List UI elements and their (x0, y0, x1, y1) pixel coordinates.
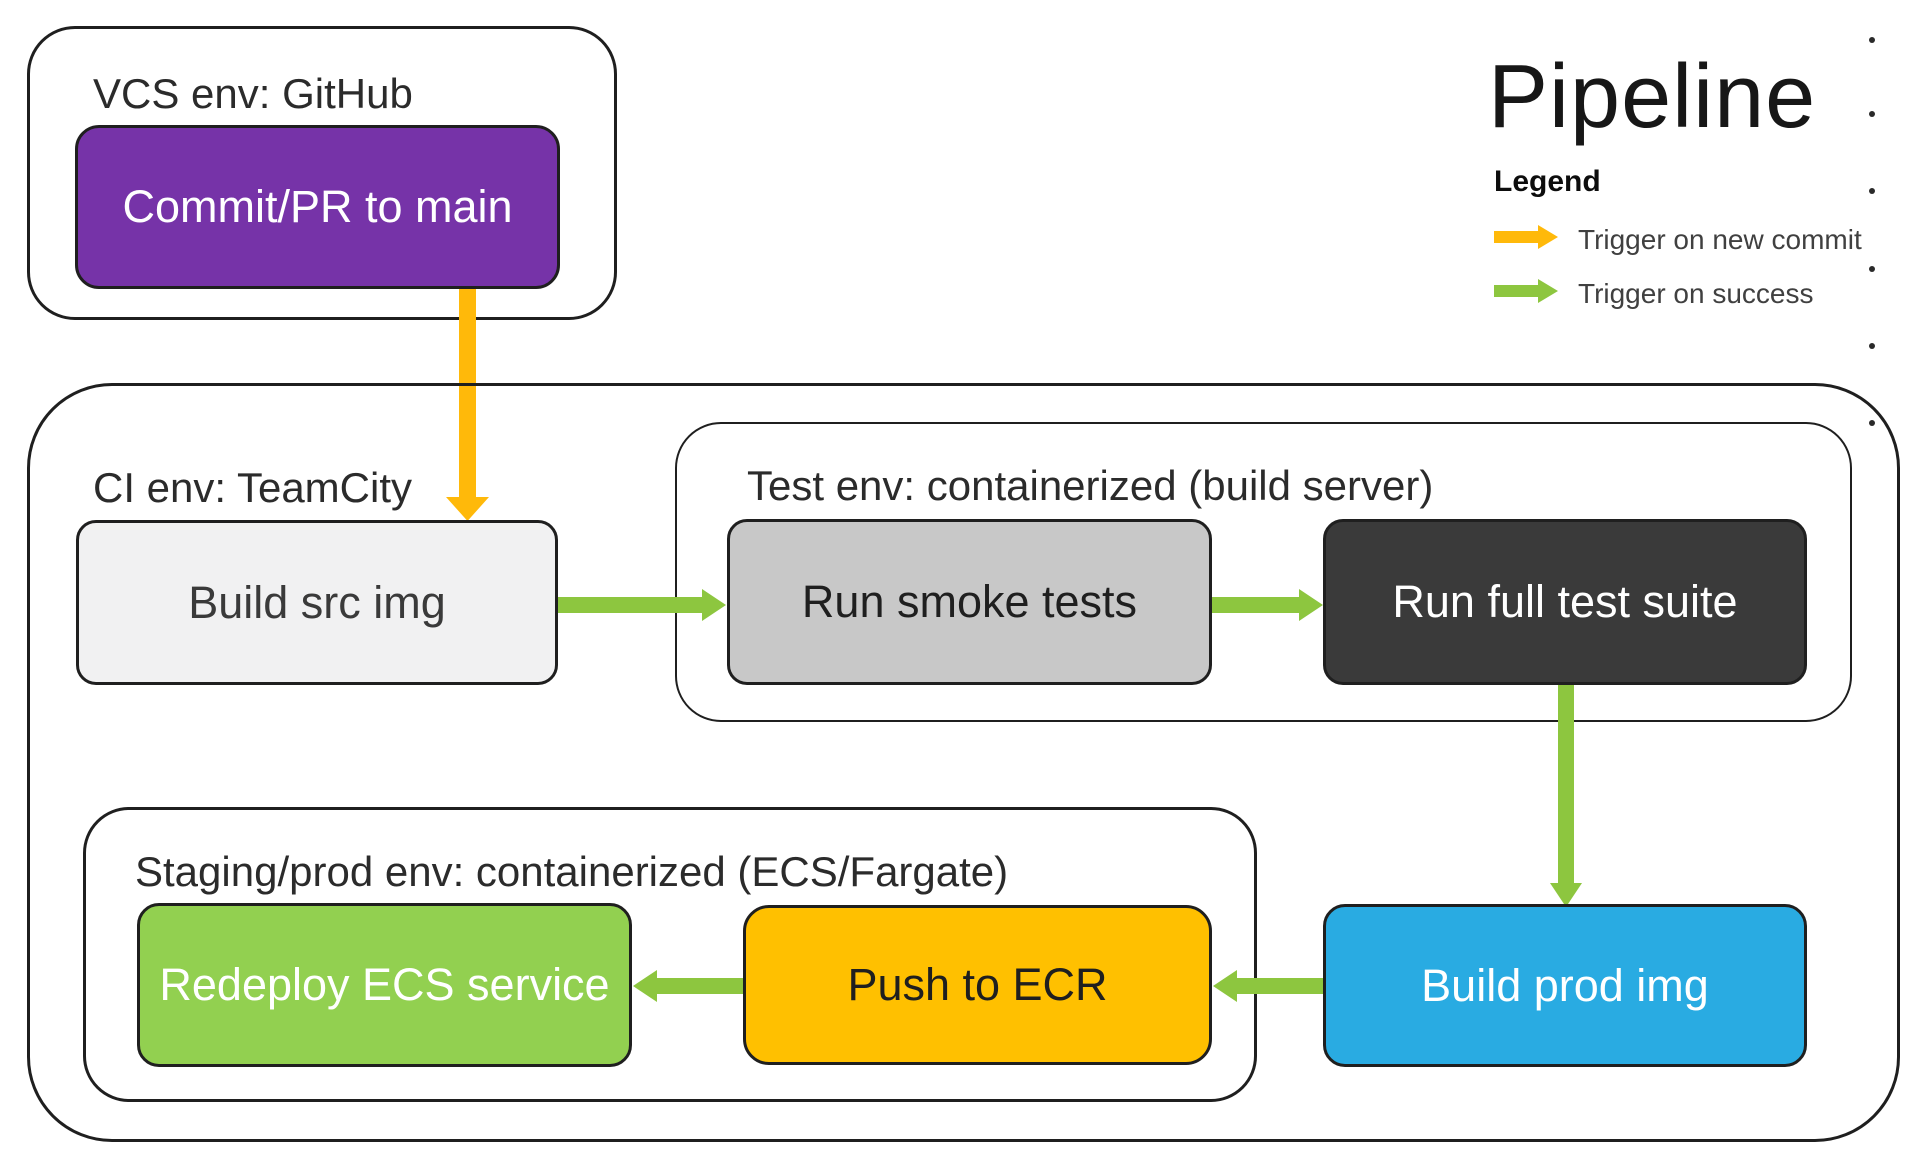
container-ci-label: CI env: TeamCity (93, 464, 412, 511)
node-build-src-img: Build src img (76, 520, 558, 685)
node-full-suite-label: Run full test suite (1392, 576, 1738, 627)
arrow-buildsrc-to-smoke (558, 589, 726, 621)
node-run-smoke-tests: Run smoke tests (727, 519, 1212, 685)
edge-dot (1869, 343, 1875, 349)
legend-item-new-commit: Trigger on new commit (1578, 224, 1862, 255)
container-test-env (675, 422, 1852, 722)
node-commit-label: Commit/PR to main (122, 181, 513, 232)
legend-arrow-success-icon (1494, 279, 1558, 303)
edge-dot (1869, 111, 1875, 117)
node-build-prod-img: Build prod img (1323, 904, 1807, 1067)
node-redeploy-label: Redeploy ECS service (159, 959, 610, 1010)
edge-dot (1869, 266, 1875, 272)
arrow-fullsuite-to-buildprod (1550, 685, 1582, 907)
container-vcs-env (27, 26, 617, 320)
node-push-to-ecr: Push to ECR (743, 905, 1212, 1065)
node-commit-pr-to-main: Commit/PR to main (75, 125, 560, 289)
legend-heading: Legend (1494, 165, 1601, 198)
container-vcs-label: VCS env: GitHub (93, 70, 413, 117)
page-title: Pipeline (1488, 47, 1817, 147)
container-ci-env (27, 383, 1900, 1142)
node-smoke-label: Run smoke tests (801, 576, 1138, 627)
arrow-pushecr-to-redeploy (633, 970, 743, 1002)
node-push-ecr-label: Push to ECR (847, 959, 1108, 1010)
container-staging-label: Staging/prod env: containerized (ECS/Far… (135, 848, 1009, 895)
node-build-prod-label: Build prod img (1421, 959, 1709, 1011)
arrow-buildprod-to-pushecr (1213, 970, 1323, 1002)
edge-dot (1869, 188, 1875, 194)
legend-item-success: Trigger on success (1578, 278, 1814, 309)
container-staging-env (83, 807, 1257, 1102)
legend-arrow-new-commit-icon (1494, 225, 1558, 249)
node-redeploy-ecs-service: Redeploy ECS service (137, 903, 632, 1067)
edge-dot (1869, 37, 1875, 43)
arrow-trigger-on-new-commit (446, 289, 489, 521)
arrow-smoke-to-fullsuite (1212, 589, 1323, 621)
node-run-full-test-suite: Run full test suite (1323, 519, 1807, 685)
container-test-label: Test env: containerized (build server) (747, 462, 1434, 509)
node-build-src-label: Build src img (188, 576, 446, 628)
